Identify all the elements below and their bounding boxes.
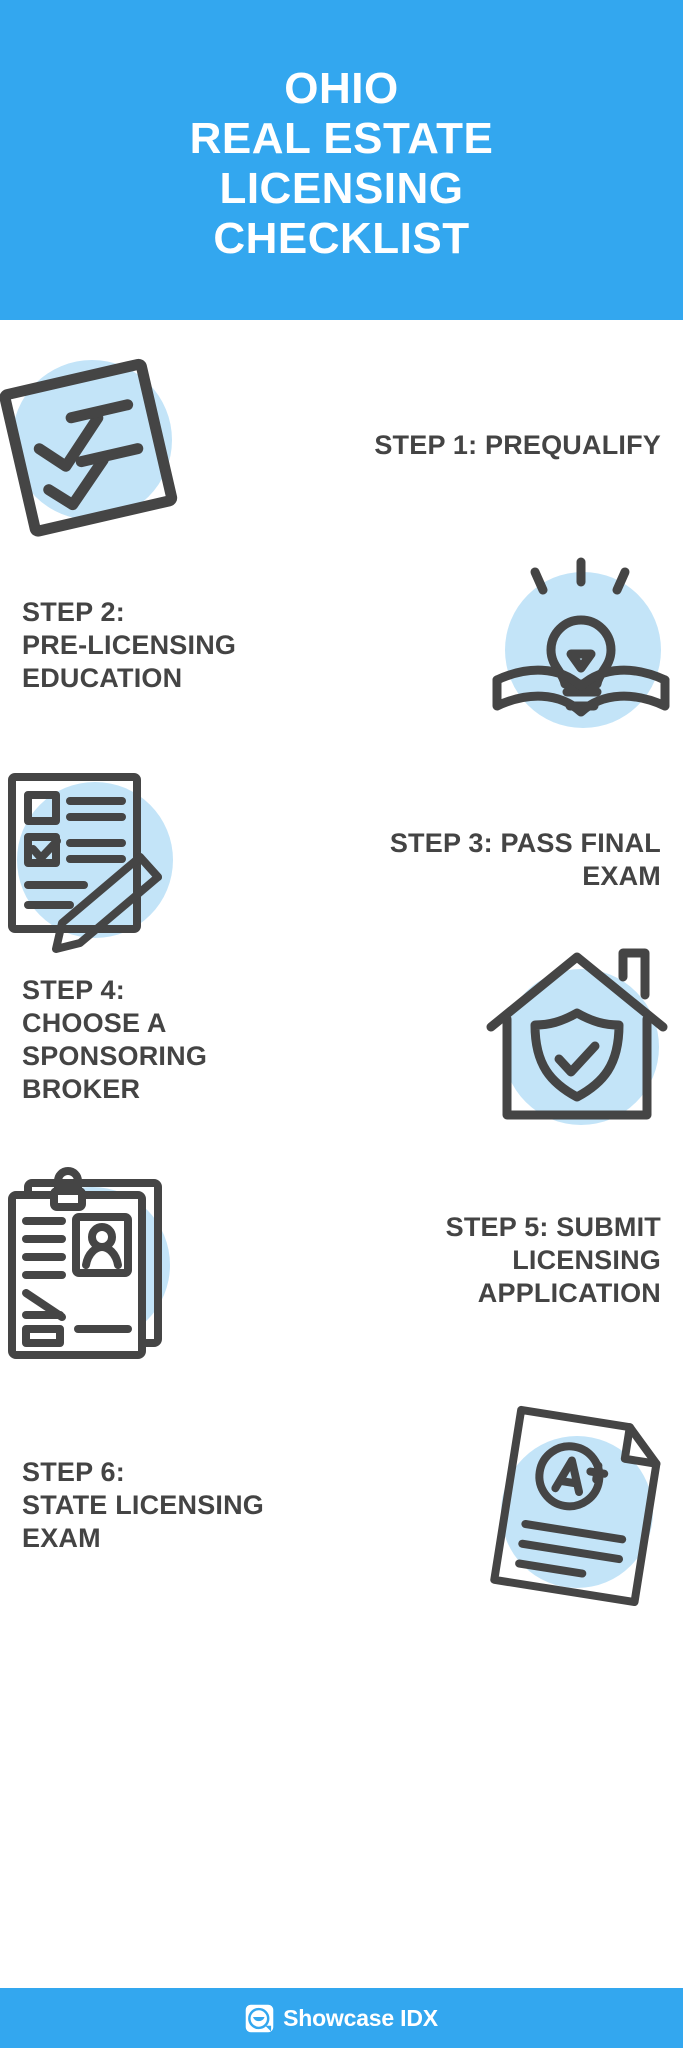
step-4-label: STEP 4: CHOOSE A SPONSORING BROKER	[0, 974, 473, 1106]
step-3-line-2: EXAM	[582, 861, 661, 891]
step-2-line-1: STEP 2:	[22, 596, 125, 627]
step-6-label: STEP 6: STATE LICENSING EXAM	[0, 1456, 473, 1555]
step-6-line-2: STATE LICENSING	[22, 1489, 265, 1520]
house-shield-check-icon	[473, 935, 683, 1145]
brand-name: Showcase IDX	[283, 2004, 438, 2031]
step-4-row: STEP 4: CHOOSE A SPONSORING BROKER	[0, 935, 683, 1145]
step-5-row: STEP 5: SUBMIT LICENSING APPLICATION	[0, 1155, 683, 1365]
exam-paper-pencil-icon	[0, 755, 210, 965]
header-title-line-3: LICENSING	[219, 164, 464, 213]
graded-paper-a-plus-icon	[473, 1400, 683, 1610]
step-3-label: STEP 3: PASS FINAL EXAM	[210, 827, 683, 893]
step-3-line-1: STEP 3: PASS FINAL	[389, 828, 661, 858]
step-5-label: STEP 5: SUBMIT LICENSING APPLICATION	[210, 1211, 683, 1310]
lightbulb-book-icon	[473, 540, 683, 750]
step-6-line-1: STEP 6:	[22, 1456, 125, 1487]
step-6-line-3: EXAM	[22, 1522, 101, 1553]
header-title-line-1: OHIO	[284, 64, 399, 113]
step-1-line-1: STEP 1: PREQUALIFY	[374, 429, 661, 460]
step-4-line-2: CHOOSE A	[22, 1008, 167, 1038]
step-6-row: STEP 6: STATE LICENSING EXAM	[0, 1400, 683, 1610]
showcase-idx-smile-logo-icon	[245, 2004, 274, 2033]
header-title-line-2: REAL ESTATE	[189, 114, 494, 163]
header-title-line-4: CHECKLIST	[213, 214, 470, 263]
step-5-line-2: LICENSING	[512, 1244, 661, 1275]
id-application-clipboard-icon	[0, 1155, 210, 1365]
step-5-line-1: STEP 5: SUBMIT	[445, 1211, 661, 1242]
step-2-line-2: PRE-LICENSING	[22, 629, 237, 660]
step-4-line-4: BROKER	[22, 1074, 141, 1104]
step-1-label: STEP 1: PREQUALIFY	[210, 429, 683, 462]
step-5-line-3: APPLICATION	[477, 1277, 661, 1308]
step-3-row: STEP 3: PASS FINAL EXAM	[0, 755, 683, 965]
step-2-label: STEP 2: PRE-LICENSING EDUCATION	[0, 596, 473, 695]
checklist-clipboard-icon	[0, 340, 210, 550]
infographic-footer: Showcase IDX	[0, 1988, 683, 2048]
step-1-row: STEP 1: PREQUALIFY	[0, 340, 683, 550]
step-2-row: STEP 2: PRE-LICENSING EDUCATION	[0, 540, 683, 750]
step-4-line-1: STEP 4:	[22, 975, 125, 1005]
infographic-header: OHIO REAL ESTATE LICENSING CHECKLIST	[0, 0, 683, 320]
step-2-line-3: EDUCATION	[22, 662, 183, 693]
step-4-line-3: SPONSORING	[22, 1041, 208, 1071]
